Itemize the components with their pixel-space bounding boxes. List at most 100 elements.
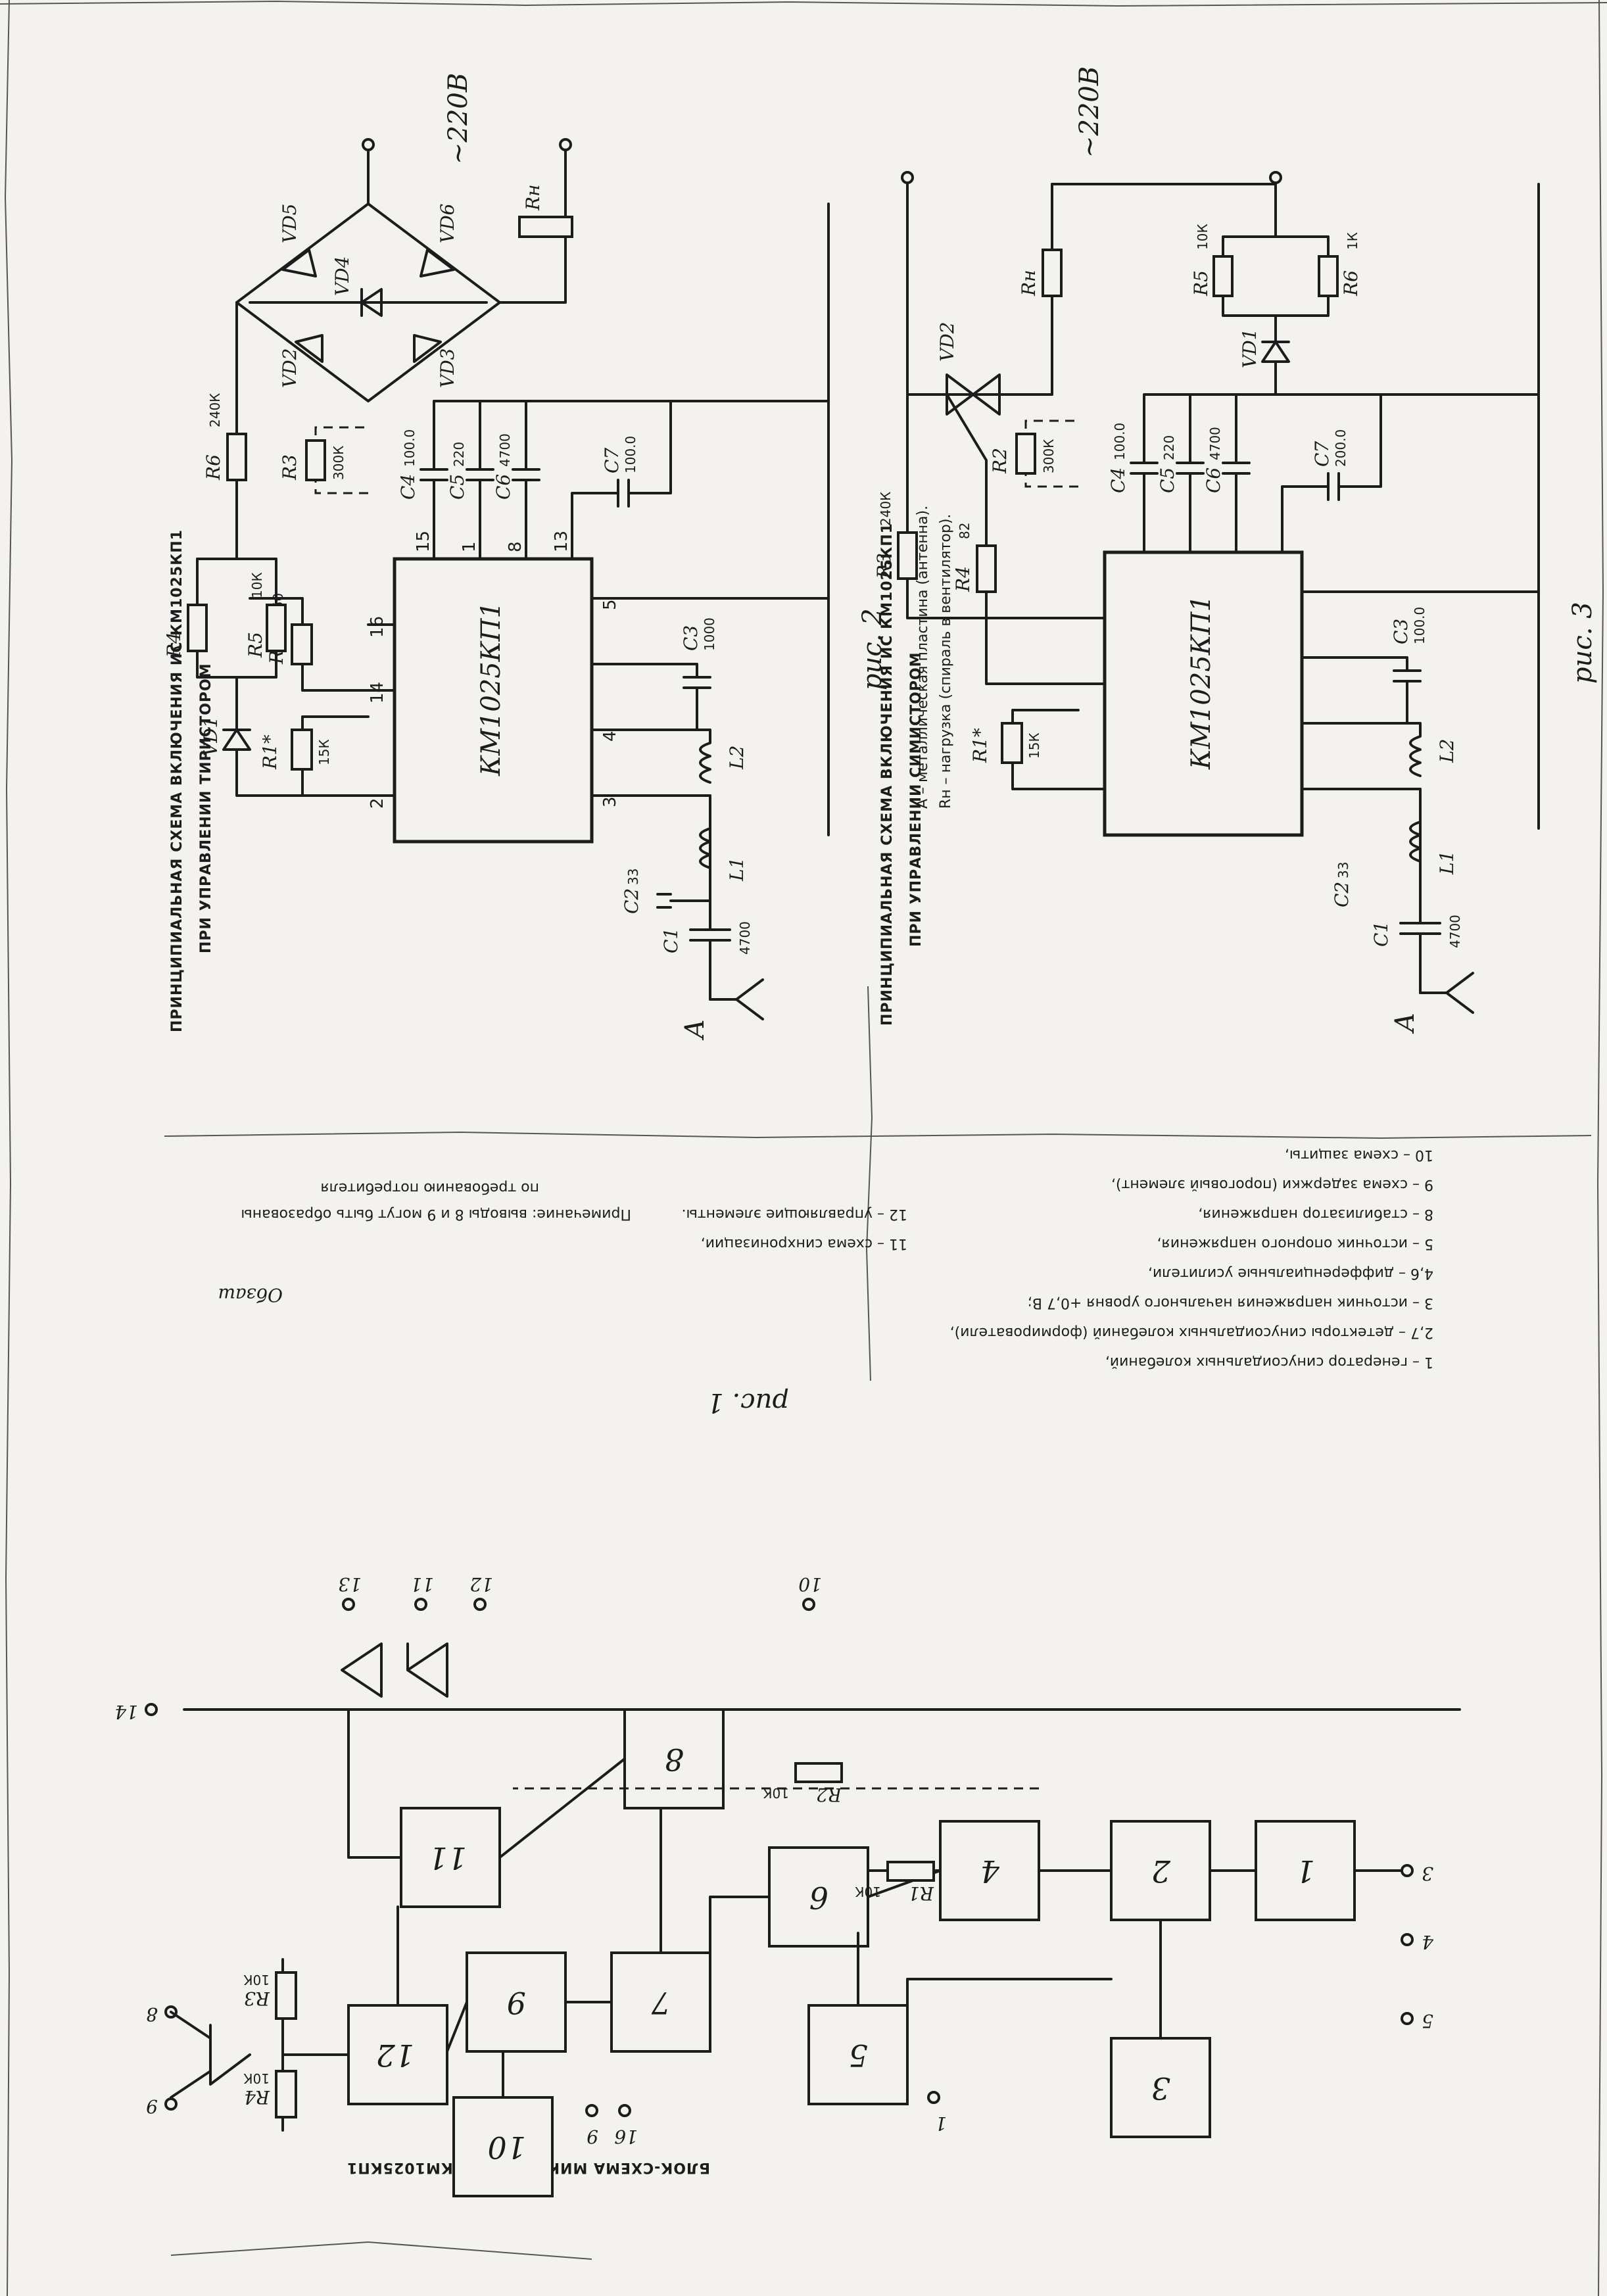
fig2-rn-label: Rн — [522, 184, 544, 211]
svg-text:12: 12 — [375, 2038, 414, 2073]
svg-text:3: 3 — [1151, 2070, 1170, 2106]
svg-text:10: 10 — [487, 2130, 526, 2165]
fig1-blocks: 1 2 3 4 5 6 7 8 9 10 11 12 — [347, 1708, 1356, 2197]
svg-text:12: 12 — [469, 1573, 493, 1595]
svg-text:2: 2 — [1151, 1854, 1171, 1889]
fig2-vd3-label: VD3 — [437, 348, 458, 388]
fig2-note-load: Rн – нагрузка (спираль в вентилятор). — [938, 514, 954, 809]
fig2-c1-label: C1 — [660, 928, 682, 953]
fig2-r4-label: R4 — [163, 632, 185, 658]
svg-text:1: 1 — [935, 2113, 947, 2134]
fig3-c7-value: 200.0 — [1333, 429, 1349, 467]
legend-line-9: 11 – схема синхронизации, — [701, 1235, 907, 1252]
fig2-pin-r-2: 1 — [460, 541, 479, 552]
svg-text:5: 5 — [1422, 2010, 1433, 2032]
fig2-c4-value: 100.0 — [402, 429, 418, 467]
block-2 — [1110, 1820, 1211, 1921]
fig2-c7-value: 100.0 — [623, 436, 638, 473]
fig3-c7-label: C7 — [1311, 441, 1333, 467]
legend-line-4: 4,6 – дифференциальные усилители, — [1148, 1265, 1433, 1281]
fig3-c6-label: C6 — [1203, 467, 1224, 493]
fig2-vd6-label: VD6 — [437, 204, 458, 243]
fig1-r2-label: R2 — [816, 1784, 842, 1806]
fig3-c3-value: 100.0 — [1412, 607, 1427, 644]
figure-1-block-diagram: БЛОК-СХЕМА МИКРОСХЕМЫ КМ1025КП1 1 – гене… — [114, 1147, 1461, 2197]
fig3-c4-value: 100.0 — [1112, 423, 1128, 460]
fig1-r1-label: R1 — [908, 1882, 934, 1904]
fig1-signature: Обзаш — [218, 1284, 283, 1306]
fig3-r5-value: 10К — [1195, 224, 1211, 250]
fig3-r4-value: 82 — [957, 523, 972, 539]
fig2-r6-label: R6 — [203, 454, 224, 481]
fig2-pin-r-1: 15 — [414, 531, 433, 552]
fig3-r5-label: R5 — [1190, 270, 1212, 297]
svg-text:1: 1 — [1296, 1854, 1315, 1889]
fig1-pins: 3 4 5 1 16 9 9 8 14 13 12 11 10 — [114, 1573, 1434, 2147]
svg-text:16: 16 — [614, 2126, 638, 2147]
fig2-mains-label: ~220В — [443, 73, 473, 164]
block-9 — [466, 1951, 567, 2053]
legend-line-5: 5 – источник опорного напряжения, — [1157, 1235, 1433, 1252]
fig2-chip-label: КМ1025КП1 — [476, 602, 506, 777]
fig3-r6-value: 1К — [1345, 232, 1360, 250]
fig2-r6-value: 240К — [207, 393, 223, 427]
legend-line-6: 8 – стабилизатор напряжения, — [1198, 1206, 1433, 1222]
fig2-c2-label: C2 — [621, 888, 642, 914]
svg-text:4: 4 — [980, 1854, 1000, 1889]
svg-text:9: 9 — [507, 1985, 526, 2021]
figure-2-thyristor-schematic: ПРИНЦИПИАЛЬНАЯ СХЕМА ВКЛЮЧЕНИЯ ИС КМ1025… — [163, 73, 954, 1041]
fig2-vd5-label: VD5 — [279, 204, 300, 243]
fig3-c1-label: C1 — [1370, 921, 1392, 947]
fig3-c2-value: 33 — [1335, 862, 1351, 878]
fig2-c6-label: C6 — [492, 474, 514, 500]
fig3-chip — [1103, 550, 1304, 837]
fig3-r2-label: R2 — [989, 448, 1011, 474]
block-8 — [623, 1708, 725, 1809]
legend-line-10: 12 – управляющие элементы. — [681, 1206, 907, 1222]
fig3-l2-label: L2 — [1436, 739, 1458, 763]
svg-text:11: 11 — [428, 1840, 467, 1876]
legend-line-2: 2,7 – детекторы синусоидальных колебаний… — [950, 1324, 1433, 1341]
fig2-vd2-label: VD2 — [279, 348, 300, 388]
fig3-r2-value: 300К — [1041, 439, 1057, 473]
fig2-caption: рис. 2 — [857, 608, 888, 690]
svg-text:8: 8 — [665, 1742, 684, 1777]
fig1-footnote-2: по требованию потребителя — [321, 1180, 540, 1196]
fig1-legend: 1 – генератор синусоидальных колебаний, … — [218, 1147, 1433, 1370]
legend-line-7: 9 – схема задержки (пороговый элемент), — [1111, 1176, 1433, 1193]
fig3-rn-label: Rн — [1018, 270, 1040, 297]
fig2-r3-value: 300К — [331, 446, 347, 480]
block-4 — [939, 1820, 1040, 1921]
svg-text:13: 13 — [338, 1573, 362, 1595]
fig2-title-line2: ПРИ УПРАВЛЕНИИ ТИРИСТОРОМ — [198, 663, 214, 953]
fig1-caption: рис. 1 — [707, 1387, 789, 1418]
fig3-r4-label: R4 — [952, 566, 974, 592]
fig2-pin-r-3: 8 — [506, 541, 525, 552]
fig2-pin-top-2: 14 — [368, 682, 387, 704]
fig3-r1-label: R1* — [969, 728, 991, 763]
fig3-title-line2: ПРИ УПРАВЛЕНИИ СИМИСТОРОМ — [908, 652, 924, 947]
fig1-r1-value: 10К — [855, 1884, 881, 1900]
fig2-pin-r-4: 13 — [552, 531, 571, 552]
svg-text:9: 9 — [146, 2095, 158, 2117]
svg-text:5: 5 — [849, 2038, 868, 2073]
fig3-vd1-label: VD1 — [1239, 329, 1260, 368]
fig3-mains-label: ~220В — [1074, 66, 1105, 158]
fig2-r3-label: R3 — [279, 454, 300, 481]
svg-text:4: 4 — [1422, 1931, 1434, 1953]
fig2-c1-value: 4700 — [737, 921, 753, 955]
fig3-antenna-label: А — [1390, 1013, 1420, 1034]
svg-text:7: 7 — [651, 1985, 671, 2021]
svg-text:14: 14 — [114, 1701, 138, 1723]
fig2-c6-value: 4700 — [497, 433, 513, 467]
fig1-footnote-1: Примечание: выводы 8 и 9 могут быть обра… — [241, 1206, 631, 1222]
fig2-c5-label: C5 — [446, 474, 468, 500]
fig2-c7-label: C7 — [601, 448, 623, 473]
fig3-c6-value: 4700 — [1207, 427, 1223, 460]
fig2-antenna-label: А — [680, 1019, 710, 1041]
fig2-pin-bot-2: 4 — [600, 730, 620, 742]
fig3-c2-label: C2 — [1331, 882, 1353, 907]
svg-text:10: 10 — [798, 1573, 822, 1595]
fig1-wiring: R4 10К R3 10К R1 10К R2 10К — [170, 1642, 1461, 2132]
fig2-r5-value: 10К — [249, 572, 265, 598]
